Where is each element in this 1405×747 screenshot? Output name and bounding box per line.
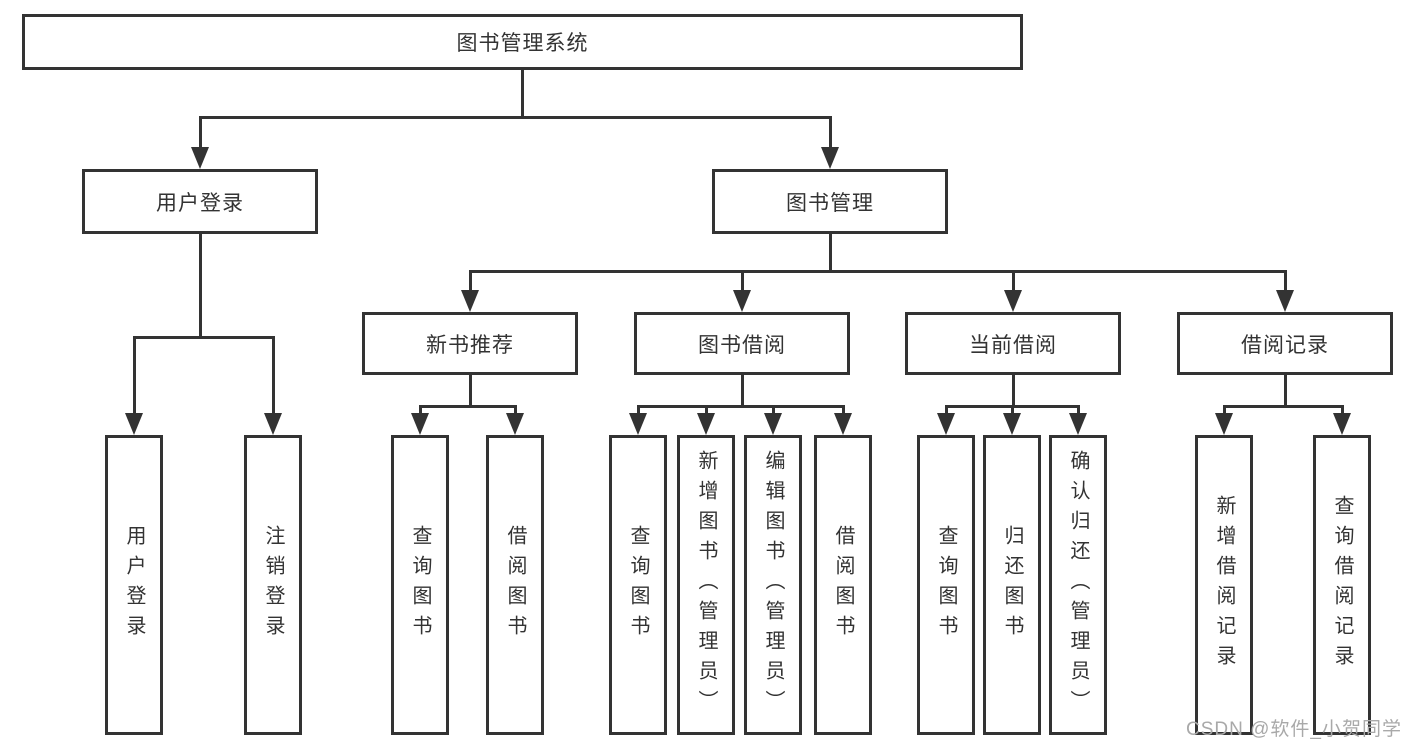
connector-level3-stem	[1283, 270, 1287, 292]
node-user-login-label: 用户登录	[156, 191, 244, 215]
node-cb-return-book-box: 归还图书	[983, 435, 1041, 735]
node-rec-query-book-box: 查询图书	[391, 435, 449, 735]
arrow-down-icon	[764, 413, 782, 435]
arrow-down-icon	[1004, 290, 1022, 312]
connector-leaf-stem	[944, 405, 948, 415]
connector-book-borrow-down	[740, 375, 744, 407]
node-book-borrow-box: 图书借阅	[634, 312, 850, 375]
node-bb-add-book-box: 新增图书（管理员）	[677, 435, 735, 735]
connector-book-mgmt-stem	[828, 116, 832, 149]
connector-borrow-records-down	[1283, 375, 1287, 407]
node-new-book-rec-label: 新书推荐	[426, 333, 514, 357]
connector-new-book-rec-down	[468, 375, 472, 407]
node-br-query-record-label: 查询借阅记录	[1331, 495, 1353, 675]
node-root-box: 图书管理系统	[22, 14, 1023, 70]
node-borrow-records-box: 借阅记录	[1177, 312, 1393, 375]
arrow-down-icon	[1069, 413, 1087, 435]
arrow-down-icon	[629, 413, 647, 435]
connector-level3-stem	[1011, 270, 1015, 292]
arrow-down-icon	[834, 413, 852, 435]
node-current-borrow-box: 当前借阅	[905, 312, 1121, 375]
connector-current-borrow-down	[1011, 375, 1015, 407]
connector-leaf-stem	[704, 405, 708, 415]
connector-leaf-stem	[418, 405, 422, 415]
connector-leaf-stem	[271, 336, 275, 415]
arrow-down-icon	[697, 413, 715, 435]
connector-user-login-down	[198, 234, 202, 336]
node-bb-query-book-box: 查询图书	[609, 435, 667, 735]
node-rec-borrow-book-label: 借阅图书	[504, 525, 526, 645]
arrow-down-icon	[264, 413, 282, 435]
connector-book-mgmt-branch	[468, 270, 1287, 273]
node-bb-edit-book-label: 编辑图书（管理员）	[762, 450, 784, 720]
connector-level3-stem	[468, 270, 472, 292]
node-rec-query-book-label: 查询图书	[409, 525, 431, 645]
node-cb-return-book-label: 归还图书	[1001, 525, 1023, 645]
node-bb-add-book-label: 新增图书（管理员）	[695, 450, 717, 720]
node-bb-borrow-book-label: 借阅图书	[832, 525, 854, 645]
arrow-down-icon	[1215, 413, 1233, 435]
arrow-down-icon	[191, 147, 209, 169]
node-book-mgmt-box: 图书管理	[712, 169, 948, 234]
node-book-borrow-label: 图书借阅	[698, 333, 786, 357]
node-br-query-record-box: 查询借阅记录	[1313, 435, 1371, 735]
arrow-down-icon	[506, 413, 524, 435]
arrow-down-icon	[937, 413, 955, 435]
connector-leaf-stem	[132, 336, 136, 415]
csdn-watermark: CSDN @软件_小贺同学	[1186, 719, 1402, 740]
arrow-down-icon	[461, 290, 479, 312]
node-leaf-logout-label: 注销登录	[262, 525, 284, 645]
node-bb-borrow-book-box: 借阅图书	[814, 435, 872, 735]
connector-leaf-stem	[1340, 405, 1344, 415]
node-leaf-user-login-label: 用户登录	[123, 525, 145, 645]
node-leaf-user-login-box: 用户登录	[105, 435, 163, 735]
node-user-login-box: 用户登录	[82, 169, 318, 234]
node-cb-confirm-return-label: 确认归还（管理员）	[1067, 450, 1089, 720]
arrow-down-icon	[125, 413, 143, 435]
connector-book-borrow-branch	[636, 405, 845, 408]
arrow-down-icon	[1276, 290, 1294, 312]
node-book-mgmt-label: 图书管理	[786, 191, 874, 215]
arrow-down-icon	[733, 290, 751, 312]
node-leaf-logout-box: 注销登录	[244, 435, 302, 735]
node-cb-query-book-box: 查询图书	[917, 435, 975, 735]
connector-root-stem	[520, 70, 524, 116]
node-root-label: 图书管理系统	[456, 32, 589, 55]
arrow-down-icon	[1003, 413, 1021, 435]
connector-leaf-stem	[771, 405, 775, 415]
arrow-down-icon	[1333, 413, 1351, 435]
connector-level3-stem	[740, 270, 744, 292]
connector-book-mgmt-down	[828, 234, 832, 270]
node-cb-query-book-label: 查询图书	[935, 525, 957, 645]
node-bb-edit-book-box: 编辑图书（管理员）	[744, 435, 802, 735]
connector-borrow-records-branch	[1222, 405, 1344, 408]
connector-leaf-stem	[841, 405, 845, 415]
connector-leaf-stem	[513, 405, 517, 415]
connector-leaf-stem	[636, 405, 640, 415]
connector-root-branch	[198, 116, 832, 119]
node-cb-confirm-return-box: 确认归还（管理员）	[1049, 435, 1107, 735]
node-new-book-rec-box: 新书推荐	[362, 312, 578, 375]
arrow-down-icon	[821, 147, 839, 169]
arrow-down-icon	[411, 413, 429, 435]
node-current-borrow-label: 当前借阅	[969, 333, 1057, 357]
connector-user-login-branch	[132, 336, 275, 339]
node-bb-query-book-label: 查询图书	[627, 525, 649, 645]
connector-leaf-stem	[1076, 405, 1080, 415]
connector-new-book-rec-branch	[418, 405, 517, 408]
connector-leaf-stem	[1222, 405, 1226, 415]
node-rec-borrow-book-box: 借阅图书	[486, 435, 544, 735]
connector-user-login-stem	[198, 116, 202, 149]
connector-leaf-stem	[1010, 405, 1014, 415]
node-br-add-record-label: 新增借阅记录	[1213, 495, 1235, 675]
node-borrow-records-label: 借阅记录	[1241, 333, 1329, 357]
node-br-add-record-box: 新增借阅记录	[1195, 435, 1253, 735]
